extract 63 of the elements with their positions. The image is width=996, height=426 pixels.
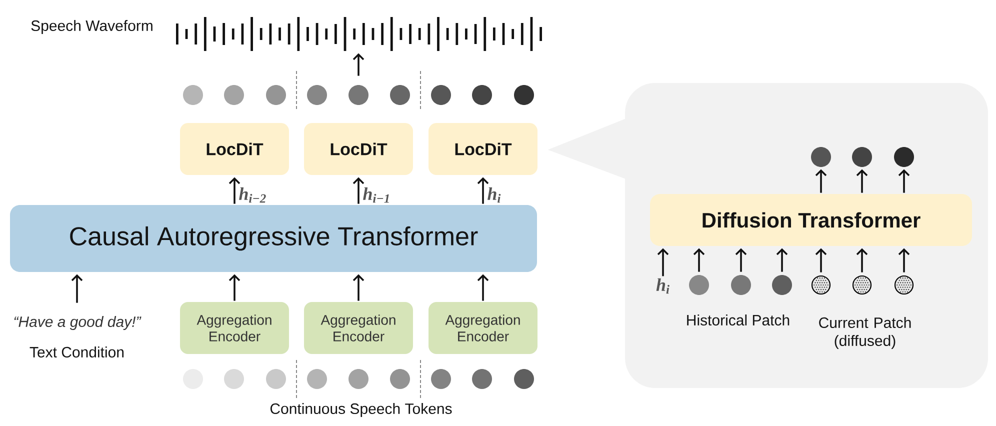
- group-label: Historical Patch: [687, 314, 790, 326]
- token-dot: [183, 85, 203, 105]
- arrow: [228, 177, 240, 204]
- encoder-box: Aggregation Encoder: [428, 302, 538, 354]
- token-dot: [514, 369, 534, 389]
- token-dot: [266, 369, 286, 389]
- transformer-box: Diffusion Transformer: [650, 194, 972, 246]
- transformer-box: Causal Autoregressive Transformer: [10, 205, 537, 272]
- token-dot: [514, 85, 534, 105]
- token-dot: [772, 275, 792, 295]
- vector-label: h$_{i}$: [656, 278, 670, 294]
- token-dot: [431, 85, 451, 105]
- arrow: [856, 248, 868, 272]
- model-box: LocDiT: [304, 123, 413, 175]
- token-dot: [390, 85, 410, 105]
- token-dot: [472, 85, 492, 105]
- model-box: LocDiT: [428, 123, 538, 175]
- token-dot: [348, 85, 368, 105]
- edge-label: h$_{i−2}$: [239, 187, 266, 203]
- arrow: [477, 274, 489, 301]
- token-dot: [431, 369, 451, 389]
- model-box: LocDiT: [180, 123, 289, 175]
- arrow: [898, 248, 910, 272]
- token-dot: [472, 369, 492, 389]
- encoder-box: Aggregation Encoder: [304, 302, 413, 354]
- arrow: [815, 248, 827, 272]
- edge-label: h$_{i−1}$: [363, 187, 389, 203]
- arrow: [693, 248, 705, 272]
- token-dot: [894, 147, 914, 167]
- token-dot: [852, 147, 872, 167]
- arrow: [228, 274, 240, 301]
- hatched-dot: [894, 275, 914, 295]
- token-dot: [307, 85, 327, 105]
- token-dot: [224, 85, 244, 105]
- edge-label: h$_{i}$: [488, 187, 501, 203]
- arrow: [657, 248, 669, 276]
- token-dot: [307, 369, 327, 389]
- quote-text: “Have a good day!”: [14, 316, 142, 330]
- arrow: [352, 177, 364, 204]
- hatched-dot: [852, 275, 872, 295]
- token-dot: [689, 275, 709, 295]
- token-dot: [348, 369, 368, 389]
- arrow: [776, 248, 788, 272]
- arrow: [477, 177, 489, 204]
- group-label: Current Patch (diffused): [819, 317, 911, 349]
- token-dot: [224, 369, 244, 389]
- arrow: [352, 53, 364, 76]
- speech-waveform: [176, 16, 542, 52]
- hatched-dot: [811, 275, 831, 295]
- token-dot: [731, 275, 751, 295]
- arrow: [352, 274, 364, 301]
- caption-label: Speech Waveform: [31, 20, 152, 34]
- group-label: Continuous Speech Tokens: [270, 403, 452, 417]
- arrow: [815, 169, 827, 193]
- encoder-box: Aggregation Encoder: [180, 302, 289, 354]
- arrow: [856, 169, 868, 193]
- arrow: [898, 169, 910, 193]
- token-dot: [811, 147, 831, 167]
- caption-label: Text Condition: [30, 346, 124, 358]
- token-dot: [266, 85, 286, 105]
- token-dot: [390, 369, 410, 389]
- arrow: [71, 274, 83, 303]
- arrow: [735, 248, 747, 272]
